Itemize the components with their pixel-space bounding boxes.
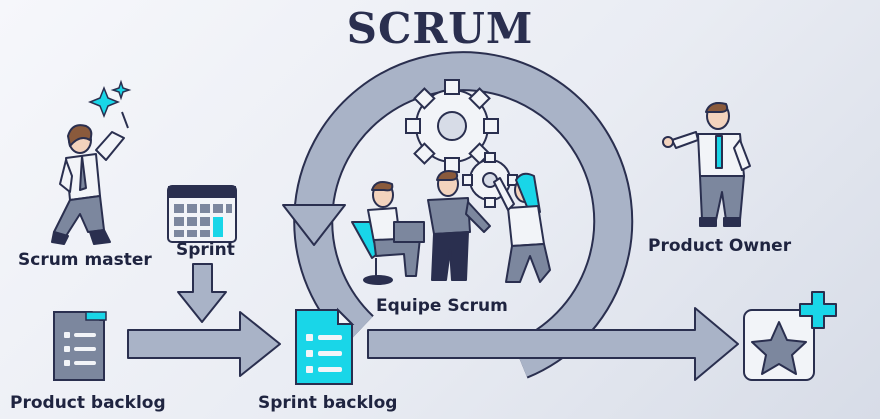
star-badge-icon bbox=[743, 291, 837, 381]
sprint-down-arrow bbox=[177, 263, 227, 323]
product-backlog-label: Product backlog bbox=[10, 393, 166, 413]
scrum-master-label: Scrum master bbox=[18, 250, 152, 270]
document-icon bbox=[295, 307, 355, 385]
sprint-label: Sprint bbox=[176, 240, 235, 260]
gears-icon bbox=[405, 79, 518, 208]
sprint-cycle-loop bbox=[282, 51, 634, 379]
product-owner-label: Product Owner bbox=[648, 236, 792, 256]
product-owner-figure bbox=[662, 102, 751, 227]
sprint-backlog-label: Sprint backlog bbox=[258, 393, 398, 413]
calendar-icon bbox=[167, 185, 237, 243]
backlog-arrow bbox=[127, 311, 281, 377]
scrum-master-figure bbox=[51, 111, 129, 245]
team-figures bbox=[351, 170, 551, 285]
equipe-scrum-label: Equipe Scrum bbox=[376, 296, 508, 316]
delivery-arrow bbox=[367, 307, 739, 381]
folder-icon bbox=[53, 311, 107, 381]
sparkle-icon bbox=[87, 79, 132, 119]
page-title: SCRUM bbox=[346, 4, 534, 53]
